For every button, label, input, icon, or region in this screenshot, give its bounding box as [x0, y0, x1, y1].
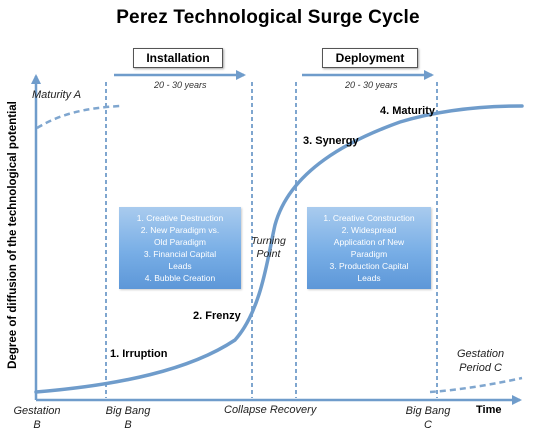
gestation-period-c-line2: Period C [459, 362, 502, 374]
installation-label: Installation [133, 48, 223, 68]
installation-item: 4. Bubble Creation [144, 273, 216, 283]
deployment-label: Deployment [322, 48, 418, 68]
surge-s-curve [34, 104, 524, 394]
installation-characteristics-box: 1. Creative Destruction 2. New Paradigm … [119, 207, 241, 289]
turning-point-line1: Turning [251, 235, 286, 247]
turning-point-line2: Point [256, 248, 281, 260]
gestation-b-label: Gestation B [8, 404, 66, 432]
installation-item: Old Paradigm [154, 237, 206, 247]
installation-item: 1. Creative Destruction [136, 213, 224, 223]
stage-maturity: 4. Maturity [380, 105, 436, 117]
deployment-item: 1. Creative Construction [323, 213, 415, 223]
gestation-period-c-label: Gestation Period C [457, 347, 504, 375]
stage-frenzy: 2. Frenzy [193, 310, 241, 322]
stage-irruption: 1. Irruption [110, 348, 168, 360]
gestation-b-line1: Gestation [13, 405, 61, 417]
gestation-period-c-line1: Gestation [457, 348, 505, 360]
maturity-a-label: Maturity A [32, 89, 82, 101]
big-bang-c-line2: C [424, 419, 432, 431]
deployment-item: Leads [357, 273, 381, 283]
stage-synergy: 3. Synergy [303, 135, 359, 147]
big-bang-b-line2: B [124, 419, 132, 431]
deployment-item: Application of New [333, 237, 405, 247]
deployment-item: 3. Production Capital [329, 261, 409, 271]
installation-item: 2. New Paradigm vs. [140, 225, 220, 235]
installation-item: 3. Financial Capital [143, 249, 217, 259]
installation-duration: 20 - 30 years [154, 80, 207, 90]
gestation-c-curve [429, 376, 523, 394]
y-axis-label: Degree of diffusion of the technological… [7, 101, 19, 369]
big-bang-c-line1: Big Bang [405, 405, 451, 417]
turning-point-label: Turning Point [251, 235, 286, 261]
diagram-title: Perez Technological Surge Cycle [116, 7, 420, 28]
gestation-b-line2: B [33, 419, 41, 431]
installation-item: Leads [168, 261, 192, 271]
deployment-item: 2. Widespread [341, 225, 397, 235]
big-bang-b-line1: Big Bang [105, 405, 151, 417]
deployment-characteristics-box: 1. Creative Construction 2. Widespread A… [307, 207, 431, 289]
x-axis-label: Time [476, 404, 502, 416]
big-bang-b-label: Big Bang B [98, 404, 158, 432]
deployment-item: Paradigm [350, 249, 388, 259]
collapse-recovery-label: Collapse Recovery [224, 404, 317, 416]
deployment-duration: 20 - 30 years [345, 80, 398, 90]
maturity-a-curve [36, 104, 121, 130]
big-bang-c-label: Big Bang C [398, 404, 458, 432]
